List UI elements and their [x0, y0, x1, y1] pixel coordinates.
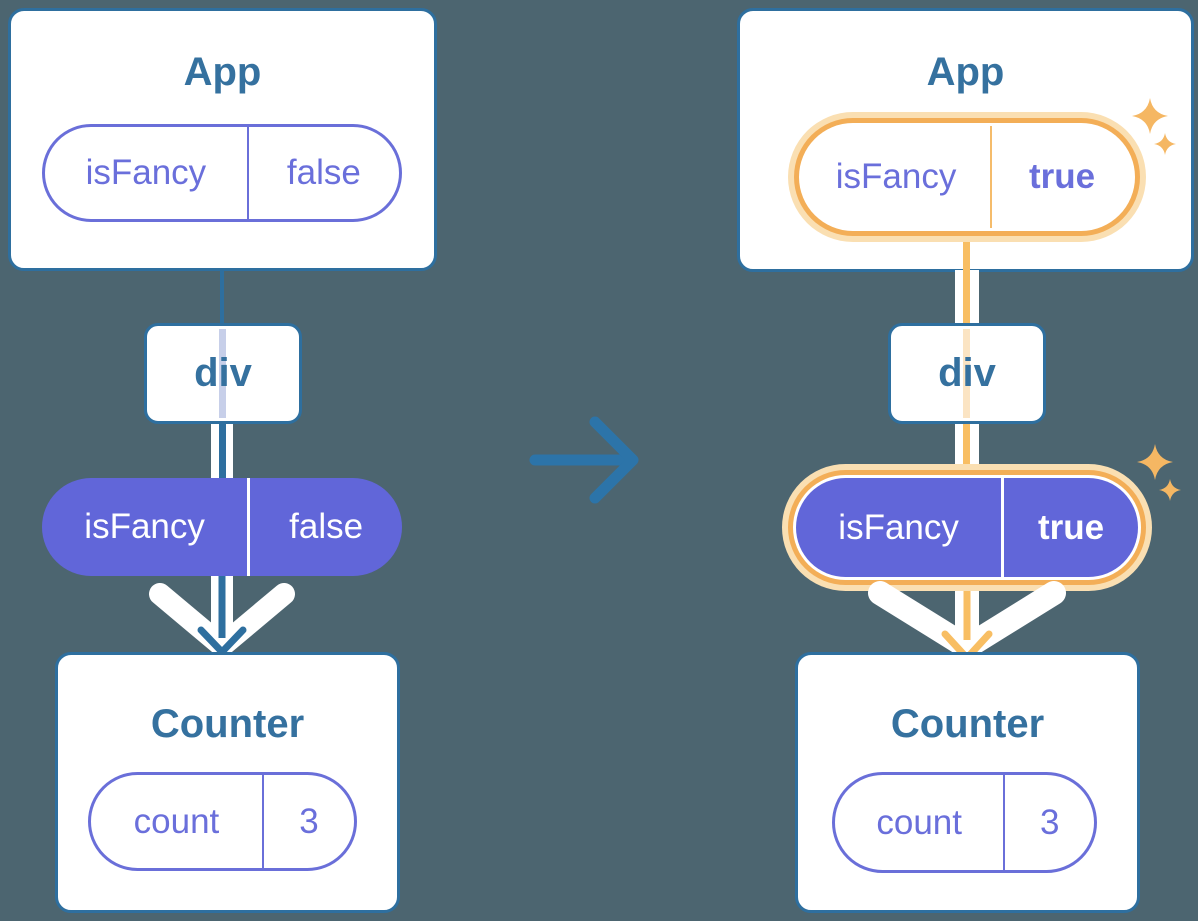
state-pill: isFancy true [796, 478, 1138, 577]
div-card: div [144, 323, 302, 424]
card-title: div [194, 351, 252, 395]
connector-line [963, 424, 970, 470]
arrow-down-icon [149, 576, 295, 657]
pill-value-cell: false [289, 507, 364, 546]
chevron-icon [149, 583, 295, 657]
card-title: Counter [890, 702, 1045, 746]
card-title: div [938, 351, 996, 395]
connector-line [219, 424, 226, 479]
sparkles-icon [1132, 98, 1176, 155]
connector-line [220, 269, 224, 326]
highlight-ring: isFancy true [788, 112, 1146, 242]
pill-key-cell: count [91, 775, 264, 868]
prop-pill: isFancy false [42, 124, 402, 222]
card-title: App [183, 50, 262, 94]
pass-through-line [219, 329, 226, 418]
pill-key-cell: isFancy [42, 478, 251, 576]
state-pill-count: count 3 [88, 772, 357, 871]
pill-value-cell: false [286, 153, 361, 192]
pill-value-cell: true [1038, 507, 1105, 547]
pill-value-cell: true [1028, 157, 1096, 196]
pill-key-cell: isFancy [45, 127, 249, 219]
card-title: App [926, 50, 1005, 94]
pill-key-cell: isFancy [796, 478, 1005, 577]
highlight-ring: isFancy true [782, 464, 1152, 591]
pill-value-cell: 3 [299, 801, 319, 841]
pill-value-cell: 3 [1039, 802, 1060, 842]
arrow-down-icon [868, 581, 1066, 662]
prop-pill: isFancy true [802, 126, 1132, 228]
pass-through-line [963, 329, 970, 418]
state-pill-count: count 3 [832, 772, 1097, 873]
sparkles-icon [1137, 444, 1181, 501]
state-pill: isFancy false [42, 478, 402, 576]
pill-key-cell: count [835, 775, 1006, 870]
div-card: div [888, 323, 1046, 424]
arrow-right-icon [529, 416, 639, 504]
connector-line [963, 270, 970, 323]
pill-key-cell: isFancy [802, 126, 993, 228]
chevron-icon [868, 581, 1066, 659]
card-title: Counter [150, 702, 305, 746]
